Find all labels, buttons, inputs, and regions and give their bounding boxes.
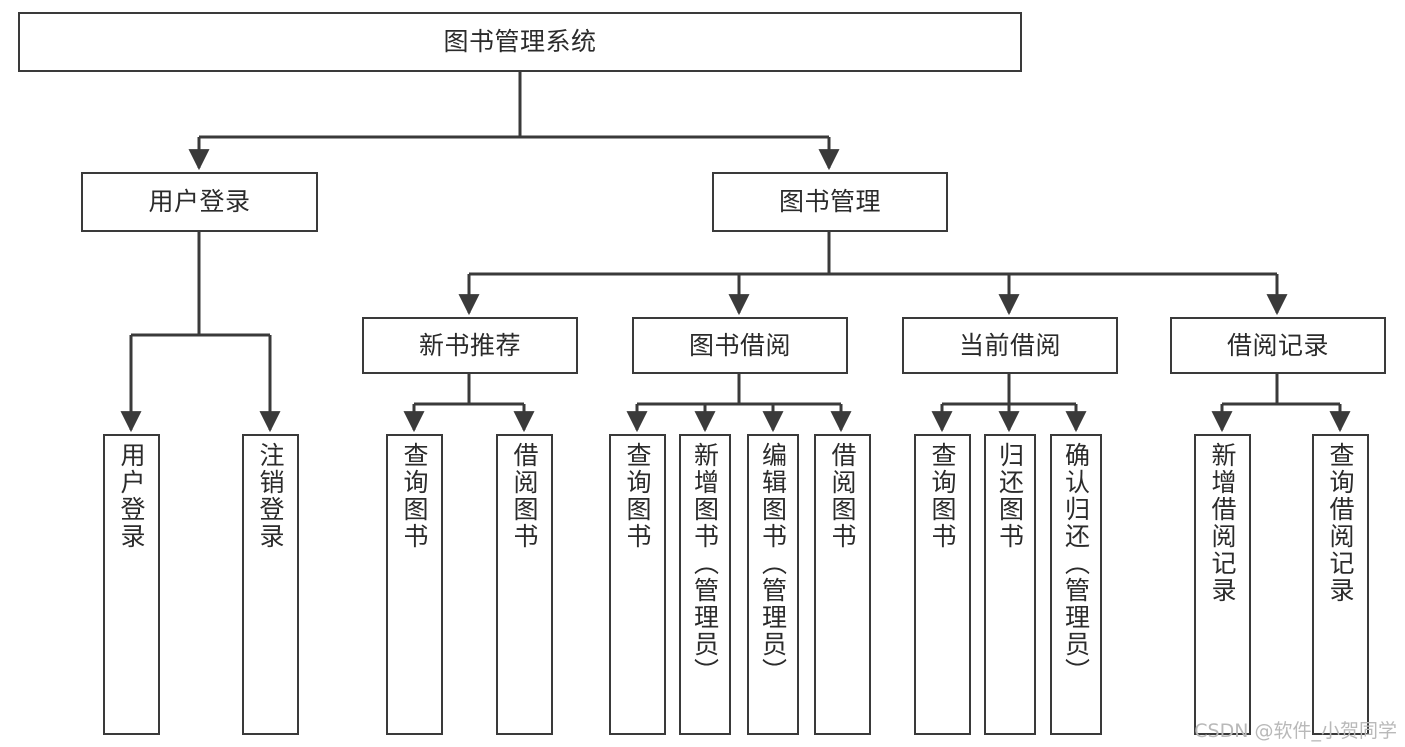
leaf-borrow-book-2[interactable]: 借阅图书 [814,434,871,735]
node-borrow-record[interactable]: 借阅记录 [1170,317,1386,374]
leaf-borrow-book-2-label: 借阅图书 [828,442,857,550]
leaf-query-book-2[interactable]: 查询图书 [609,434,666,735]
leaf-user-login-label: 用户登录 [117,442,146,550]
node-borrow-record-label: 借阅记录 [1226,330,1329,360]
leaf-edit-book-label: 编辑图书（管理员） [758,442,788,685]
node-current-borrow-label: 当前借阅 [958,330,1061,360]
leaf-query-book-3[interactable]: 查询图书 [914,434,971,735]
leaf-logout-label: 注销登录 [256,442,285,550]
node-new-book-recommend[interactable]: 新书推荐 [362,317,578,374]
node-root-label: 图书管理系统 [443,27,597,57]
leaf-query-book-3-label: 查询图书 [928,442,957,550]
csdn-watermark: CSDN @软件_小贺同学 [1194,720,1397,742]
leaf-logout[interactable]: 注销登录 [242,434,299,735]
node-book-borrow[interactable]: 图书借阅 [632,317,848,374]
leaf-add-record-label: 新增借阅记录 [1208,442,1237,604]
leaf-borrow-book-1-label: 借阅图书 [510,442,539,550]
node-new-book-recommend-label: 新书推荐 [418,330,521,360]
leaf-return-book[interactable]: 归还图书 [984,434,1036,735]
node-current-borrow[interactable]: 当前借阅 [902,317,1118,374]
node-book-management-label: 图书管理 [778,187,881,217]
leaf-add-book[interactable]: 新增图书（管理员） [679,434,731,735]
leaf-edit-book[interactable]: 编辑图书（管理员） [747,434,799,735]
leaf-add-book-label: 新增图书（管理员） [690,442,720,685]
leaf-query-book-2-label: 查询图书 [623,442,652,550]
leaf-confirm-return-label: 确认归还（管理员） [1061,442,1091,685]
leaf-query-record[interactable]: 查询借阅记录 [1312,434,1369,735]
leaf-user-login[interactable]: 用户登录 [103,434,160,735]
node-root[interactable]: 图书管理系统 [18,12,1022,72]
node-user-login-label: 用户登录 [148,187,251,217]
leaf-query-record-label: 查询借阅记录 [1326,442,1355,604]
leaf-query-book-1[interactable]: 查询图书 [386,434,443,735]
leaf-confirm-return[interactable]: 确认归还（管理员） [1050,434,1102,735]
leaf-borrow-book-1[interactable]: 借阅图书 [496,434,553,735]
leaf-query-book-1-label: 查询图书 [400,442,429,550]
node-book-borrow-label: 图书借阅 [688,330,791,360]
node-book-management[interactable]: 图书管理 [712,172,948,232]
leaf-add-record[interactable]: 新增借阅记录 [1194,434,1251,735]
node-user-login[interactable]: 用户登录 [81,172,318,232]
leaf-return-book-label: 归还图书 [995,442,1025,550]
